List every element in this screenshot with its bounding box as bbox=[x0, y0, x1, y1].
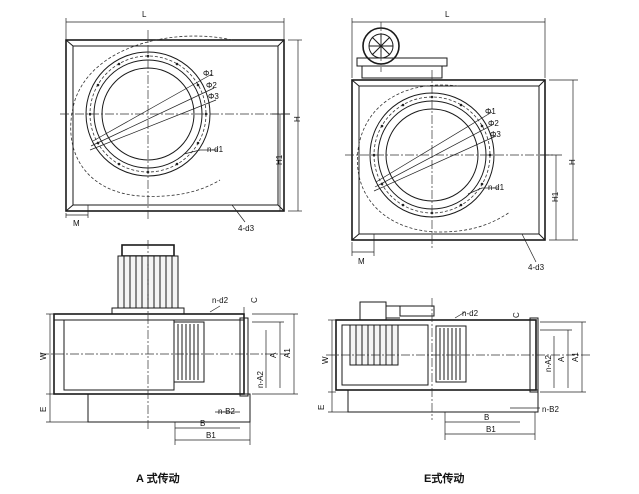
dim-A: A bbox=[269, 352, 278, 358]
dim-B: B bbox=[200, 419, 205, 428]
dim-4-d3: 4-d3 bbox=[238, 224, 255, 233]
dim-n-d1: n-d1 bbox=[488, 183, 505, 192]
dim-H: H bbox=[568, 159, 577, 165]
e-type-side-view bbox=[326, 298, 590, 440]
caption-a-type: A 式传动 bbox=[136, 471, 180, 485]
dim-H1: H1 bbox=[275, 154, 284, 165]
dim-A1: A1 bbox=[571, 352, 580, 362]
dim-W: W bbox=[321, 356, 330, 364]
labels-bl: n-d2 C W A A1 n-A2 E n-B2 B B1 bbox=[39, 296, 292, 440]
dim-phi3: Φ3 bbox=[490, 130, 501, 139]
caption-e-type: E式传动 bbox=[424, 471, 464, 485]
dim-phi2: Φ2 bbox=[488, 119, 499, 128]
dim-E: E bbox=[317, 405, 326, 410]
e-type-front-view bbox=[345, 18, 578, 263]
dim-H: H bbox=[293, 116, 302, 122]
dim-B1: B1 bbox=[486, 425, 496, 434]
dim-B: B bbox=[484, 413, 489, 422]
dim-M: M bbox=[358, 257, 365, 266]
dim-phi2: Φ2 bbox=[206, 81, 217, 90]
dim-L: L bbox=[142, 10, 147, 19]
dim-n-d1: n-d1 bbox=[207, 145, 224, 154]
dim-B1: B1 bbox=[206, 431, 216, 440]
dim-C: C bbox=[250, 297, 259, 303]
dim-L: L bbox=[445, 10, 450, 19]
labels-tl: L H H1 M 4-d3 n-d1 Φ1 Φ2 Φ3 bbox=[73, 10, 302, 233]
labels-br: n-d2 C W A A1 n-A2 E n-B2 B B1 bbox=[317, 309, 580, 434]
dim-n-d2: n-d2 bbox=[212, 296, 229, 305]
a-type-side-view bbox=[40, 240, 298, 445]
dim-E: E bbox=[39, 407, 48, 412]
dim-A1: A1 bbox=[283, 348, 292, 358]
labels-tr: L H H1 M 4-d3 n-d1 Φ1 Φ2 Φ3 bbox=[358, 10, 577, 272]
dim-n-A2: n-A2 bbox=[544, 355, 553, 372]
dim-n-A2: n-A2 bbox=[256, 371, 265, 388]
a-type-front-view bbox=[60, 18, 302, 223]
dim-phi1: Φ1 bbox=[485, 107, 496, 116]
dim-M: M bbox=[73, 219, 80, 228]
dim-n-B2: n-B2 bbox=[218, 407, 235, 416]
dim-W: W bbox=[39, 352, 48, 360]
dim-n-d2: n-d2 bbox=[462, 309, 479, 318]
dim-n-B2: n-B2 bbox=[542, 405, 559, 414]
dim-A: A bbox=[557, 356, 566, 362]
dim-C: C bbox=[512, 312, 521, 318]
dim-phi3: Φ3 bbox=[208, 92, 219, 101]
dim-4-d3: 4-d3 bbox=[528, 263, 545, 272]
dim-phi1: Φ1 bbox=[203, 69, 214, 78]
dim-H1: H1 bbox=[551, 191, 560, 202]
